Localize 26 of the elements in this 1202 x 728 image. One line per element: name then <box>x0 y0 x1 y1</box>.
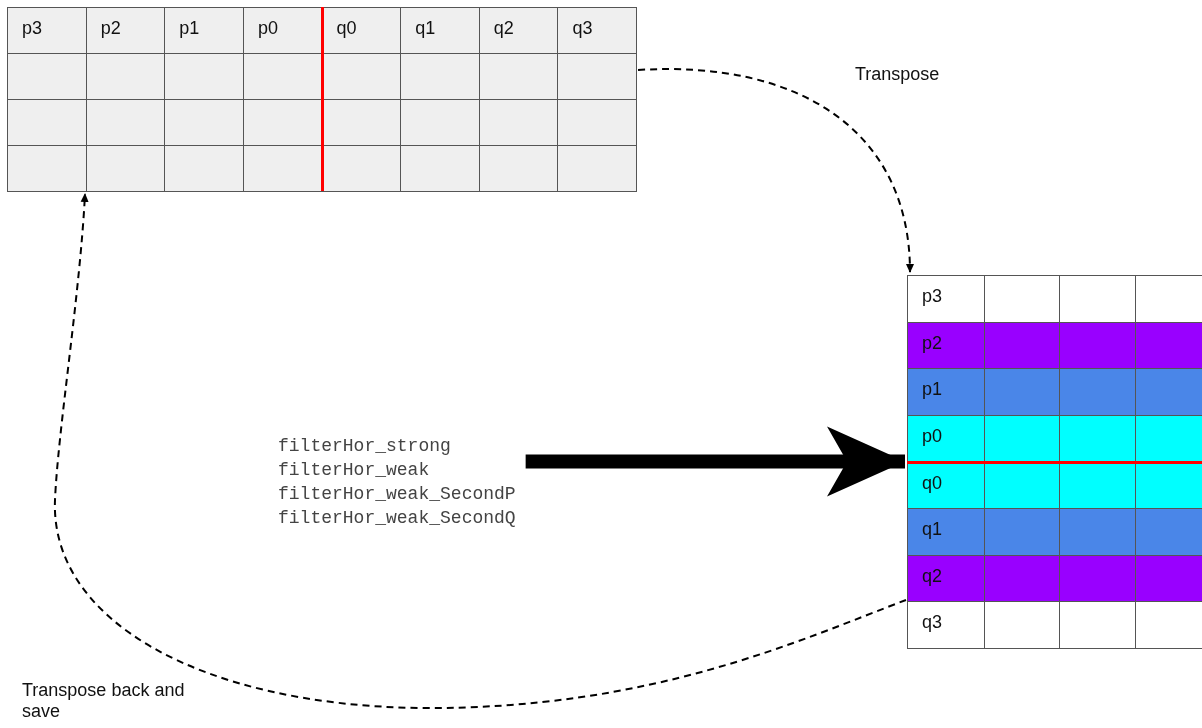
function-name: filterHor_weak_SecondQ <box>278 507 516 530</box>
arrow <box>637 68 914 273</box>
header-cell: q0 <box>907 461 985 510</box>
data-table <box>907 275 1202 648</box>
function-name: filterHor_strong <box>278 435 452 458</box>
header-cell: q3 <box>907 601 985 649</box>
header-cell: q3 <box>557 7 637 54</box>
header-cell: p0 <box>907 414 985 463</box>
data-table <box>7 7 636 191</box>
function-name: filterHor_weak <box>278 459 431 482</box>
header-cell: q1 <box>907 508 985 556</box>
header-cell: q0 <box>321 7 402 54</box>
arrow <box>54 193 907 709</box>
edge-label: Transpose <box>855 64 940 85</box>
header-cell: q2 <box>478 7 559 54</box>
header-cell: p2 <box>85 7 166 54</box>
header-cell: p3 <box>907 275 985 323</box>
header-cell: p3 <box>7 7 87 54</box>
function-name: filterHor_weak_SecondP <box>278 483 516 506</box>
header-cell: p2 <box>907 321 985 370</box>
header-cell: q1 <box>400 7 480 54</box>
header-cell: q2 <box>907 554 985 603</box>
header-cell: p0 <box>242 7 323 54</box>
header-cell: p1 <box>907 368 985 416</box>
header-cell: p1 <box>164 7 244 54</box>
arrow <box>525 426 905 497</box>
